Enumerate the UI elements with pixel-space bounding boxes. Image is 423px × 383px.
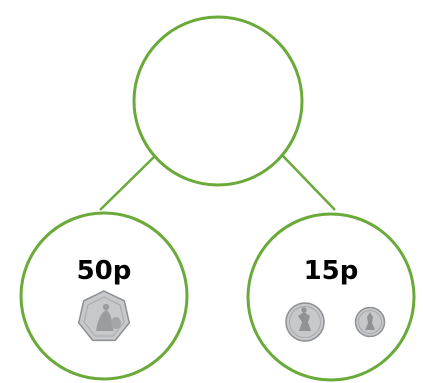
connector-left bbox=[100, 156, 155, 210]
whole-circle[interactable] bbox=[134, 17, 302, 185]
connector-right bbox=[283, 156, 335, 210]
part-circle-right[interactable] bbox=[248, 214, 414, 380]
part-label-left: 50p bbox=[77, 256, 132, 286]
five-pence-coin-icon bbox=[356, 308, 385, 337]
part-label-right: 15p bbox=[304, 256, 359, 286]
ten-pence-coin-icon bbox=[286, 303, 324, 341]
